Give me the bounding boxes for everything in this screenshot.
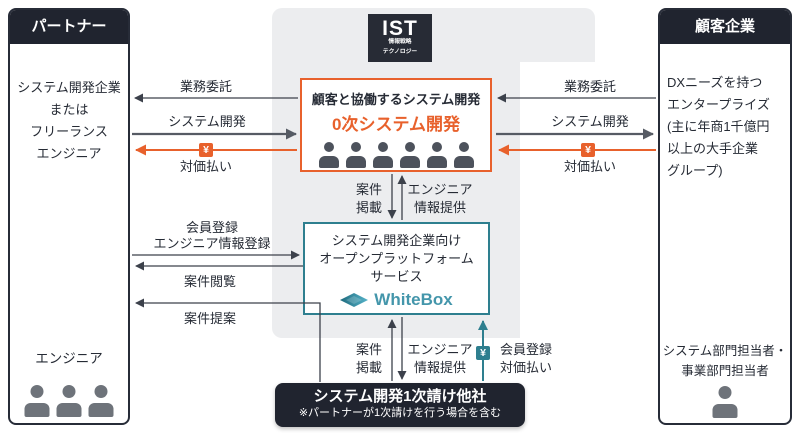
dev-collab-people	[302, 142, 490, 168]
customer-body: DXニーズを持つ エンタープライズ (主に年商1千億円 以上の大手企業 グループ…	[660, 72, 790, 182]
label-line: 案件	[355, 182, 382, 197]
label-outsource-right: 業務委託	[563, 79, 616, 94]
customer-body-line: (主に年商1千億円	[667, 119, 770, 134]
yen-badge: ¥	[199, 143, 213, 157]
ist-logo-subtext-2: テクノロジー	[382, 48, 418, 55]
subcontractor-note: ※パートナーが1次請けを行う場合を含む	[298, 407, 502, 419]
label-line: 会員登録	[499, 342, 552, 357]
label-case-propose: 案件提案	[183, 311, 236, 326]
yen-badge: ¥	[581, 143, 595, 157]
partner-panel: パートナー システム開発企業 または フリーランス エンジニア エンジニア	[8, 8, 130, 425]
customer-contact-line: 事業部門担当者	[681, 364, 769, 378]
label-member-pay: 会員登録 対価払い	[494, 341, 558, 377]
subcontractor-title: システム開発1次請け他社	[313, 388, 487, 405]
partner-people	[10, 385, 128, 417]
ist-logo-text: IST	[382, 17, 418, 40]
label-line: 情報提供	[413, 360, 466, 375]
label-line: 掲載	[355, 200, 382, 215]
person-icon	[25, 385, 50, 417]
dev-collab-box: 顧客と協働するシステム開発 0次システム開発	[300, 78, 492, 172]
yen-badge: ¥	[476, 346, 490, 360]
ist-logo-subtext-1: 情報戦略	[388, 38, 412, 45]
label-line: エンジニア	[407, 182, 473, 197]
person-icon	[345, 142, 366, 168]
label-sysdev-right: システム開発	[551, 114, 629, 129]
customer-header: 顧客企業	[660, 10, 790, 44]
person-icon	[453, 142, 474, 168]
label-post-top: 案件 掲載	[350, 181, 388, 217]
platform-box: システム開発企業向け オープンプラットフォーム サービス WhiteBox	[303, 222, 490, 315]
person-icon	[57, 385, 82, 417]
person-icon	[89, 385, 114, 417]
platform-line: サービス	[370, 269, 423, 284]
label-pay-right: 対価払い	[563, 159, 616, 174]
person-icon	[372, 142, 393, 168]
label-line: 会員登録	[185, 220, 238, 235]
label-line: エンジニア	[407, 342, 473, 357]
platform-line: システム開発企業向け	[331, 233, 462, 248]
partner-body-line: システム開発企業	[17, 80, 121, 95]
label-line: エンジニア情報登録	[153, 236, 271, 251]
customer-contact: システム部門担当者・ 事業部門担当者	[660, 341, 790, 381]
person-icon	[318, 142, 339, 168]
customer-body-line: DXニーズを持つ	[667, 75, 763, 90]
label-outsource-left: 業務委託	[179, 79, 232, 94]
platform-line: オープンプラットフォーム	[319, 251, 474, 266]
partner-header: パートナー	[10, 10, 128, 44]
label-line: 案件	[355, 342, 382, 357]
ist-logo: IST 情報戦略 テクノロジー	[368, 14, 432, 62]
label-post-bottom: 案件 掲載	[350, 341, 388, 377]
partner-body-line: フリーランス	[30, 124, 108, 139]
whitebox-logo-text: WhiteBox	[374, 290, 453, 309]
label-sysdev-left: システム開発	[168, 114, 246, 129]
label-line: 対価払い	[499, 360, 552, 375]
customer-person	[660, 386, 790, 418]
customer-panel: 顧客企業 DXニーズを持つ エンタープライズ (主に年商1千億円 以上の大手企業…	[658, 8, 792, 425]
subcontractor-box: システム開発1次請け他社 ※パートナーが1次請けを行う場合を含む	[275, 383, 525, 427]
dev-collab-subtitle: 0次システム開発	[332, 115, 460, 134]
label-pay-left: 対価払い	[179, 159, 232, 174]
dev-collab-title: 顧客と協働するシステム開発	[311, 92, 481, 107]
customer-body-line: 以上の大手企業	[667, 141, 759, 156]
customer-body-line: エンタープライズ	[667, 97, 770, 112]
person-icon	[426, 142, 447, 168]
customer-contact-line: システム部門担当者・	[662, 344, 788, 358]
panel-white-cutout	[520, 62, 596, 338]
label-member-register: 会員登録 エンジニア情報登録	[138, 220, 286, 252]
person-icon	[399, 142, 420, 168]
label-line: 情報提供	[413, 200, 466, 215]
label-engineer-info-bottom: エンジニア 情報提供	[406, 341, 474, 377]
person-icon	[713, 386, 738, 418]
engineer-label: エンジニア	[35, 351, 103, 366]
partner-body-line: エンジニア	[36, 146, 102, 161]
label-line: 掲載	[355, 360, 382, 375]
partner-body: システム開発企業 または フリーランス エンジニア	[10, 77, 128, 165]
label-case-view: 案件閲覧	[183, 274, 236, 289]
whitebox-logo-icon	[340, 293, 369, 307]
partner-body-line: または	[49, 102, 89, 117]
customer-body-line: グループ)	[667, 163, 723, 178]
label-engineer-info-top: エンジニア 情報提供	[406, 181, 474, 217]
